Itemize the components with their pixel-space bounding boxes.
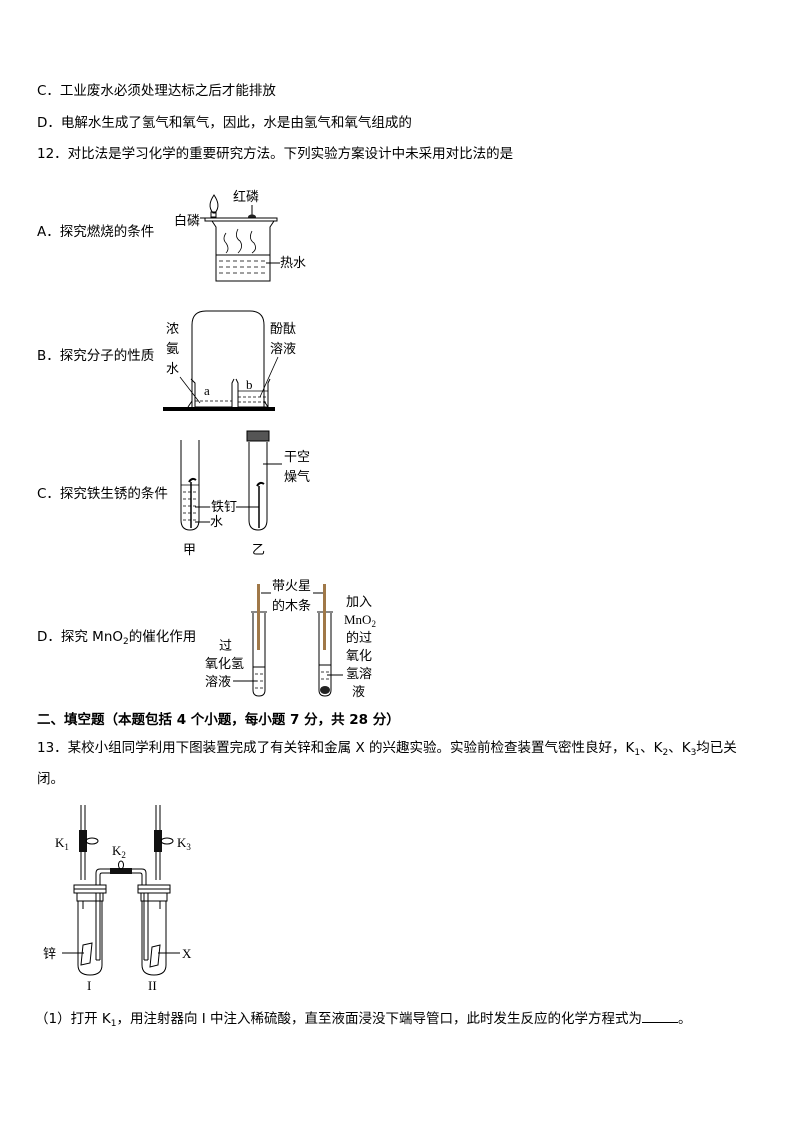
beaker-a-label: a xyxy=(204,383,210,398)
k1-label: K1 xyxy=(55,835,69,852)
iron-rust-figure: 水 甲 铁钉 干空 燥气 乙 xyxy=(180,430,310,558)
glowing-splint-label-2: 的木条 xyxy=(272,598,311,614)
q12-option-a-label: A．探究燃烧的条件 xyxy=(37,224,155,240)
added-mno2-label-6: 液 xyxy=(352,685,365,700)
q12-stem: 12．对比法是学习化学的重要研究方法。下列实验方案设计中未采用对比法的是 xyxy=(37,146,514,162)
conc-ammonia-label-1: 浓 xyxy=(166,322,179,337)
answer-blank[interactable] xyxy=(642,1008,679,1023)
tube-i-label: I xyxy=(87,978,91,993)
added-mno2-label-3: 的过 xyxy=(346,630,372,646)
q13-stem-line1: 13．某校小组同学利用下图装置完成了有关锌和金属 X 的兴趣实验。实验前检查装置… xyxy=(37,740,737,758)
q11-option-d: D．电解水生成了氢气和氧气，因此，水是由氢气和氧气组成的 xyxy=(37,115,412,131)
molecule-diffusion-figure: a b 浓 氨 水 酚酞 溶液 xyxy=(163,310,296,411)
tube-yi-label: 乙 xyxy=(252,543,265,558)
k3-label: K3 xyxy=(177,835,191,852)
dry-air-label-2: 燥气 xyxy=(284,469,310,485)
iron-nail-label: 铁钉 xyxy=(211,500,237,515)
added-mno2-label-1: 加入 xyxy=(346,595,372,610)
q12-option-b-label: B．探究分子的性质 xyxy=(37,348,155,364)
conc-ammonia-label-3: 水 xyxy=(166,362,179,377)
zinc-x-apparatus-figure: K1 K3 K2 锌 I X II xyxy=(43,805,192,993)
red-phosphorus-label: 红磷 xyxy=(233,189,259,205)
phenolphthalein-label-1: 酚酞 xyxy=(270,322,296,337)
added-mno2-label-4: 氧化 xyxy=(346,649,372,664)
beaker-b-label: b xyxy=(246,377,253,392)
q11-option-c: C．工业废水必须处理达标之后才能排放 xyxy=(37,83,276,99)
catalyst-figure: 带火星 的木条 过 氧化氢 溶液 加入 MnO2 的过 氧化 氢溶 液 xyxy=(205,579,376,700)
tube-ii-label: II xyxy=(148,978,157,993)
h2o2-label-1: 过 xyxy=(219,639,232,654)
k2-label: K2 xyxy=(112,843,126,860)
white-phosphorus-label: 白磷 xyxy=(174,213,200,229)
h2o2-label-3: 溶液 xyxy=(205,675,231,690)
added-mno2-label-5: 氢溶 xyxy=(346,667,372,682)
glowing-splint-label-1: 带火星 xyxy=(272,579,311,594)
tube-jia-label: 甲 xyxy=(183,543,196,558)
combustion-apparatus-figure: 红磷 白磷 热水 xyxy=(174,189,306,282)
metal-x-label: X xyxy=(182,946,192,961)
hot-water-label: 热水 xyxy=(280,256,306,271)
zinc-label: 锌 xyxy=(43,947,56,962)
q12-option-c-label: C．探究铁生锈的条件 xyxy=(37,486,168,502)
h2o2-label-2: 氧化氢 xyxy=(205,657,244,672)
water-label: 水 xyxy=(210,515,223,530)
section-fill-blank-heading: 二、填空题（本题包括 4 个小题，每小题 7 分，共 28 分） xyxy=(37,712,400,728)
q13-stem-line2: 闭。 xyxy=(37,771,64,787)
q12-option-d-label: D．探究 MnO2的催化作用 xyxy=(37,629,197,647)
q13-subquestion-1: （1）打开 K1，用注射器向 I 中注入稀硫酸，直至液面浸没下端导管口，此时发生… xyxy=(35,1008,692,1029)
added-mno2-label-2: MnO2 xyxy=(344,612,376,629)
dry-air-label-1: 干空 xyxy=(284,450,310,465)
conc-ammonia-label-2: 氨 xyxy=(166,342,179,357)
phenolphthalein-label-2: 溶液 xyxy=(270,342,296,357)
